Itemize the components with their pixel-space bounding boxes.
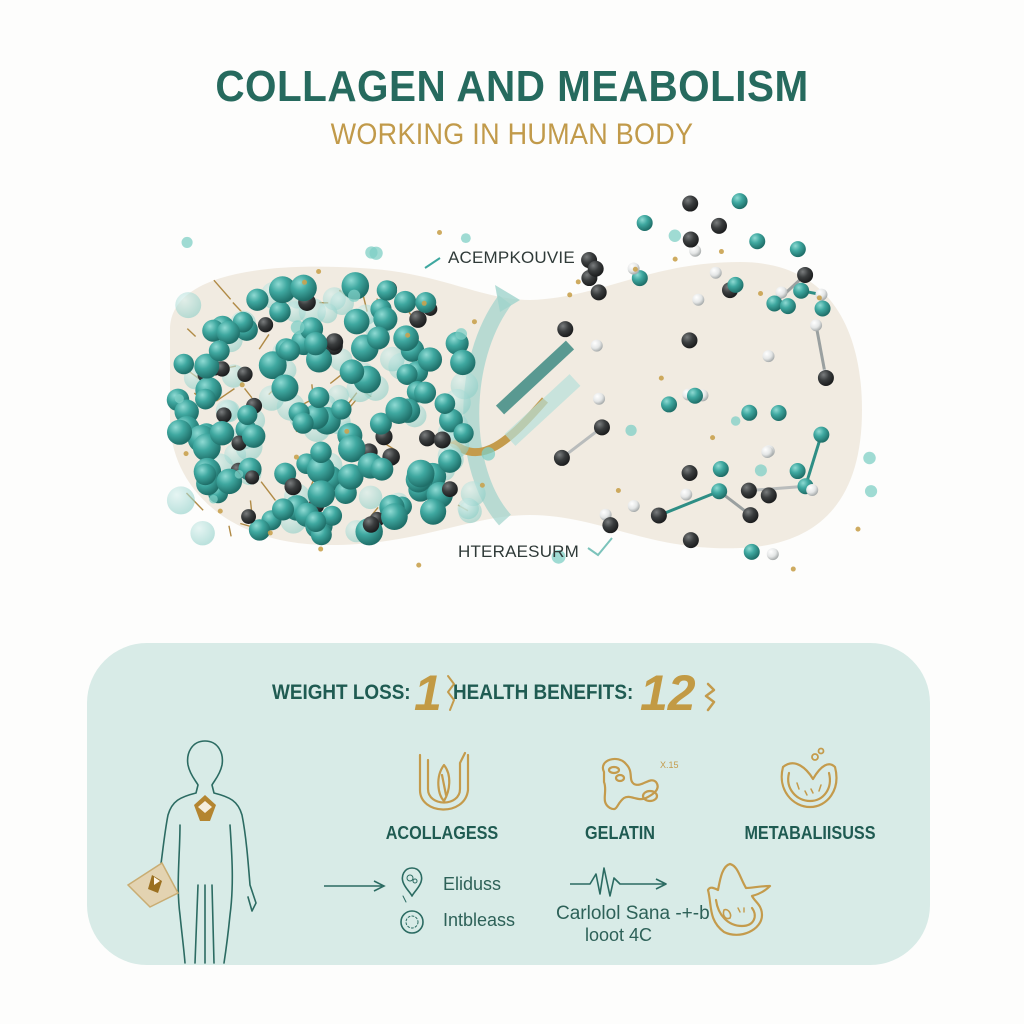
page-title: COLLAGEN AND MEABOLISM	[215, 62, 809, 111]
stats-row: WEIGHT LOSS: 1 HEALTH BENEFITS: 12	[0, 662, 1024, 722]
weight-loss-value: 1	[414, 665, 442, 721]
cell-icons	[400, 867, 424, 934]
icon-label-metabolism: METABALIISUSS	[744, 823, 876, 843]
molecule-diagram-icon	[166, 193, 878, 572]
gelatin-annotation: X.15	[660, 760, 679, 770]
molecule-illustration: ACEMPKOUVIE HTERAESURM	[0, 170, 1024, 600]
flow-item-1: Eliduss	[443, 874, 502, 894]
collagen-fiber-icon	[418, 751, 470, 811]
flow-item-2: Intbleass	[443, 910, 516, 930]
icon-label-gelatin: GELATIN	[585, 823, 655, 843]
info-panel	[87, 643, 930, 965]
page-subtitle: WORKING IN HUMAN BODY	[330, 118, 694, 151]
human-body-icon	[126, 740, 257, 964]
arrow-right-icon	[324, 880, 386, 892]
health-benefits-value: 12	[640, 665, 696, 721]
molecule-label-bottom: HTERAESURM	[458, 542, 580, 561]
health-benefits-label: HEALTH BENEFITS:	[453, 681, 634, 704]
icon-label-collagen: ACOLLAGESS	[385, 823, 499, 843]
molecule-label-top: ACEMPKOUVIE	[448, 248, 575, 267]
gelatin-blob-icon: X.15	[601, 757, 679, 811]
flow-caption-line1: Carlolol Sana -+-b	[556, 903, 710, 924]
flow-caption-line2: looot 4C	[585, 925, 653, 945]
squiggle-icon	[447, 675, 716, 712]
stomach-flame-icon	[706, 862, 772, 936]
metabolism-bowl-icon	[780, 747, 838, 809]
heartbeat-arrow-icon	[570, 867, 667, 897]
weight-loss-label: WEIGHT LOSS:	[272, 681, 411, 704]
